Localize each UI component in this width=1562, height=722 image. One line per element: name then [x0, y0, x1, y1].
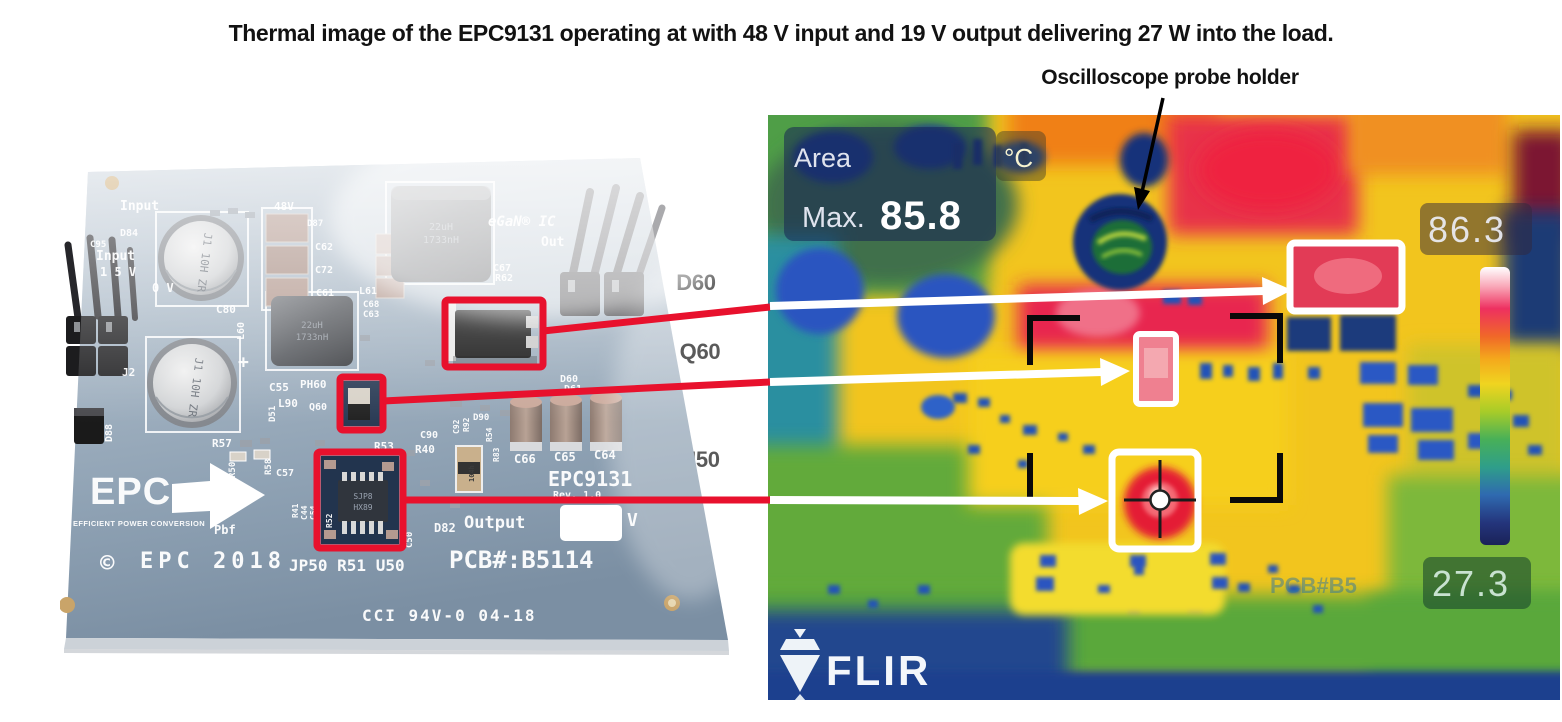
ghost-board-text: PCB#B5 [1270, 573, 1357, 598]
probe-holder-label: Oscilloscope probe holder [1041, 66, 1299, 89]
u50-hot-spot [1124, 467, 1196, 539]
flir-gem-icon [780, 629, 820, 700]
flir-brand-text: FLIR [826, 647, 931, 694]
area-label: Area [794, 143, 852, 173]
output-footprint-ghost [1010, 543, 1228, 615]
max-label: Max. [802, 202, 865, 234]
scale-max-value: 86.3 [1428, 209, 1506, 250]
pcb-photo: InputD84C95Input1 5 V0 VJ2D88C8048VD87C6… [60, 150, 740, 655]
unit-label: °C [1004, 143, 1033, 173]
pcb-board: InputD84C95Input1 5 V0 VJ2D88C8048VD87C6… [60, 150, 740, 655]
scale-min-value: 27.3 [1432, 563, 1510, 604]
flir-logo: FLIR [780, 629, 931, 700]
figure-caption: Thermal image of the EPC9131 operating a… [228, 20, 1334, 46]
photo-glare [66, 150, 740, 640]
temperature-scale-bar [1480, 267, 1510, 545]
max-value: 85.8 [880, 194, 962, 238]
thermal-image: PCB#B5 Area Max. 85.8 °C 86.3 27.3 [768, 115, 1560, 700]
flir-overlay-ui: Area Max. 85.8 °C 86.3 27.3 [784, 127, 1532, 609]
